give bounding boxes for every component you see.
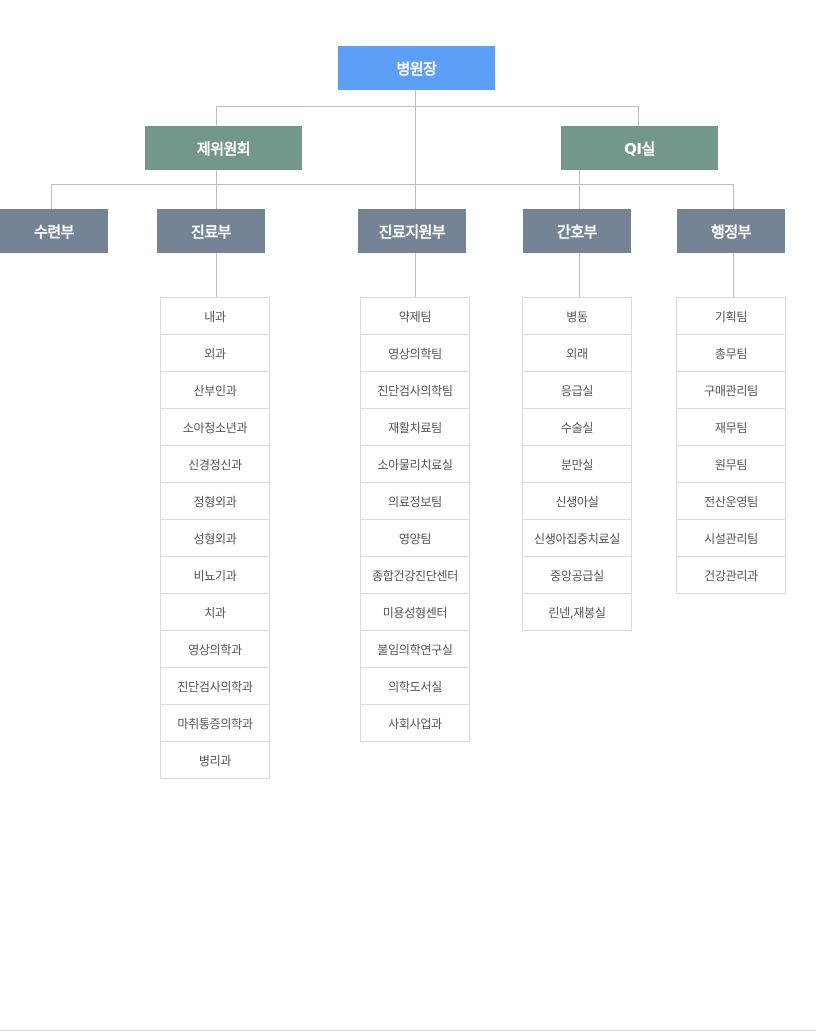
- unit-item: 신경정신과: [161, 446, 269, 483]
- unit-item: 총무팀: [677, 335, 785, 372]
- connector-medical-list: [216, 253, 217, 297]
- unit-item: 미용성형센터: [361, 594, 469, 631]
- unit-item: 의학도서실: [361, 668, 469, 705]
- unit-item: 건강관리과: [704, 568, 758, 583]
- unit-item: 진단검사의학과: [161, 668, 269, 705]
- unit-item: 분만실: [523, 446, 631, 483]
- connector-admin-list: [733, 253, 734, 297]
- unit-item: 종합건강진단센터: [361, 557, 469, 594]
- unit-item: 비뇨기과: [161, 557, 269, 594]
- unit-item: 마취통증의학과: [161, 705, 269, 742]
- unit-item: 신생아실: [523, 483, 631, 520]
- connector-department-bar: [51, 184, 734, 185]
- connector-dept-nursing: [579, 170, 580, 209]
- connector-committee-bar: [216, 106, 639, 107]
- unit-item: 영상의학과: [161, 631, 269, 668]
- connector-nursing-list: [579, 253, 580, 297]
- unit-item: 진단검사의학팀: [361, 372, 469, 409]
- unit-item: 신생아집중치료실: [523, 520, 631, 557]
- unit-item: 성형외과: [161, 520, 269, 557]
- unit-item: 시설관리팀: [677, 520, 785, 557]
- connector-support-list: [415, 253, 416, 297]
- unit-item: 병동: [523, 298, 631, 335]
- unit-item: 영양팀: [361, 520, 469, 557]
- unit-item: 중앙공급실: [523, 557, 631, 594]
- dept-medical: 진료부: [157, 209, 265, 253]
- unit-item: 구매관리팀: [677, 372, 785, 409]
- unit-item: 응급실: [523, 372, 631, 409]
- connector-committee-right: [638, 106, 639, 126]
- unit-item: 의료정보팀: [361, 483, 469, 520]
- unit-item: 소아청소년과: [161, 409, 269, 446]
- connector-dept-medical: [216, 170, 217, 209]
- unit-item: 내과: [161, 298, 269, 335]
- unit-item: 사회사업과: [388, 716, 442, 731]
- bottom-divider: [0, 1030, 816, 1031]
- unit-item: 전산운영팀: [677, 483, 785, 520]
- dept-medical-support: 진료지원부: [358, 209, 466, 253]
- qi-office-box: QI실: [561, 126, 718, 170]
- unit-item: 원무팀: [677, 446, 785, 483]
- connector-dept-admin: [733, 184, 734, 209]
- unit-item: 치과: [161, 594, 269, 631]
- unit-item: 정형외과: [161, 483, 269, 520]
- unit-item: 재무팀: [677, 409, 785, 446]
- connector-committee-left: [216, 106, 217, 126]
- unit-item: 불임의학연구실: [361, 631, 469, 668]
- unit-item: 외래: [523, 335, 631, 372]
- unit-item: 산부인과: [161, 372, 269, 409]
- unit-item: 병리과: [198, 753, 232, 768]
- dept-administration: 행정부: [677, 209, 785, 253]
- hospital-director-box: 병원장: [338, 46, 495, 90]
- dept-training: 수련부: [0, 209, 108, 253]
- connector-root-down: [415, 90, 416, 209]
- unit-item: 영상의학팀: [361, 335, 469, 372]
- unit-item: 린넨,재봉실: [548, 605, 606, 620]
- unit-item: 기획팀: [677, 298, 785, 335]
- unit-item: 소아물리치료실: [361, 446, 469, 483]
- unit-item: 약제팀: [361, 298, 469, 335]
- unit-item: 외과: [161, 335, 269, 372]
- unit-item: 재활치료팀: [361, 409, 469, 446]
- dept-nursing: 간호부: [523, 209, 631, 253]
- committees-box: 제위원회: [145, 126, 302, 170]
- connector-dept-training: [51, 184, 52, 209]
- unit-item: 수술실: [523, 409, 631, 446]
